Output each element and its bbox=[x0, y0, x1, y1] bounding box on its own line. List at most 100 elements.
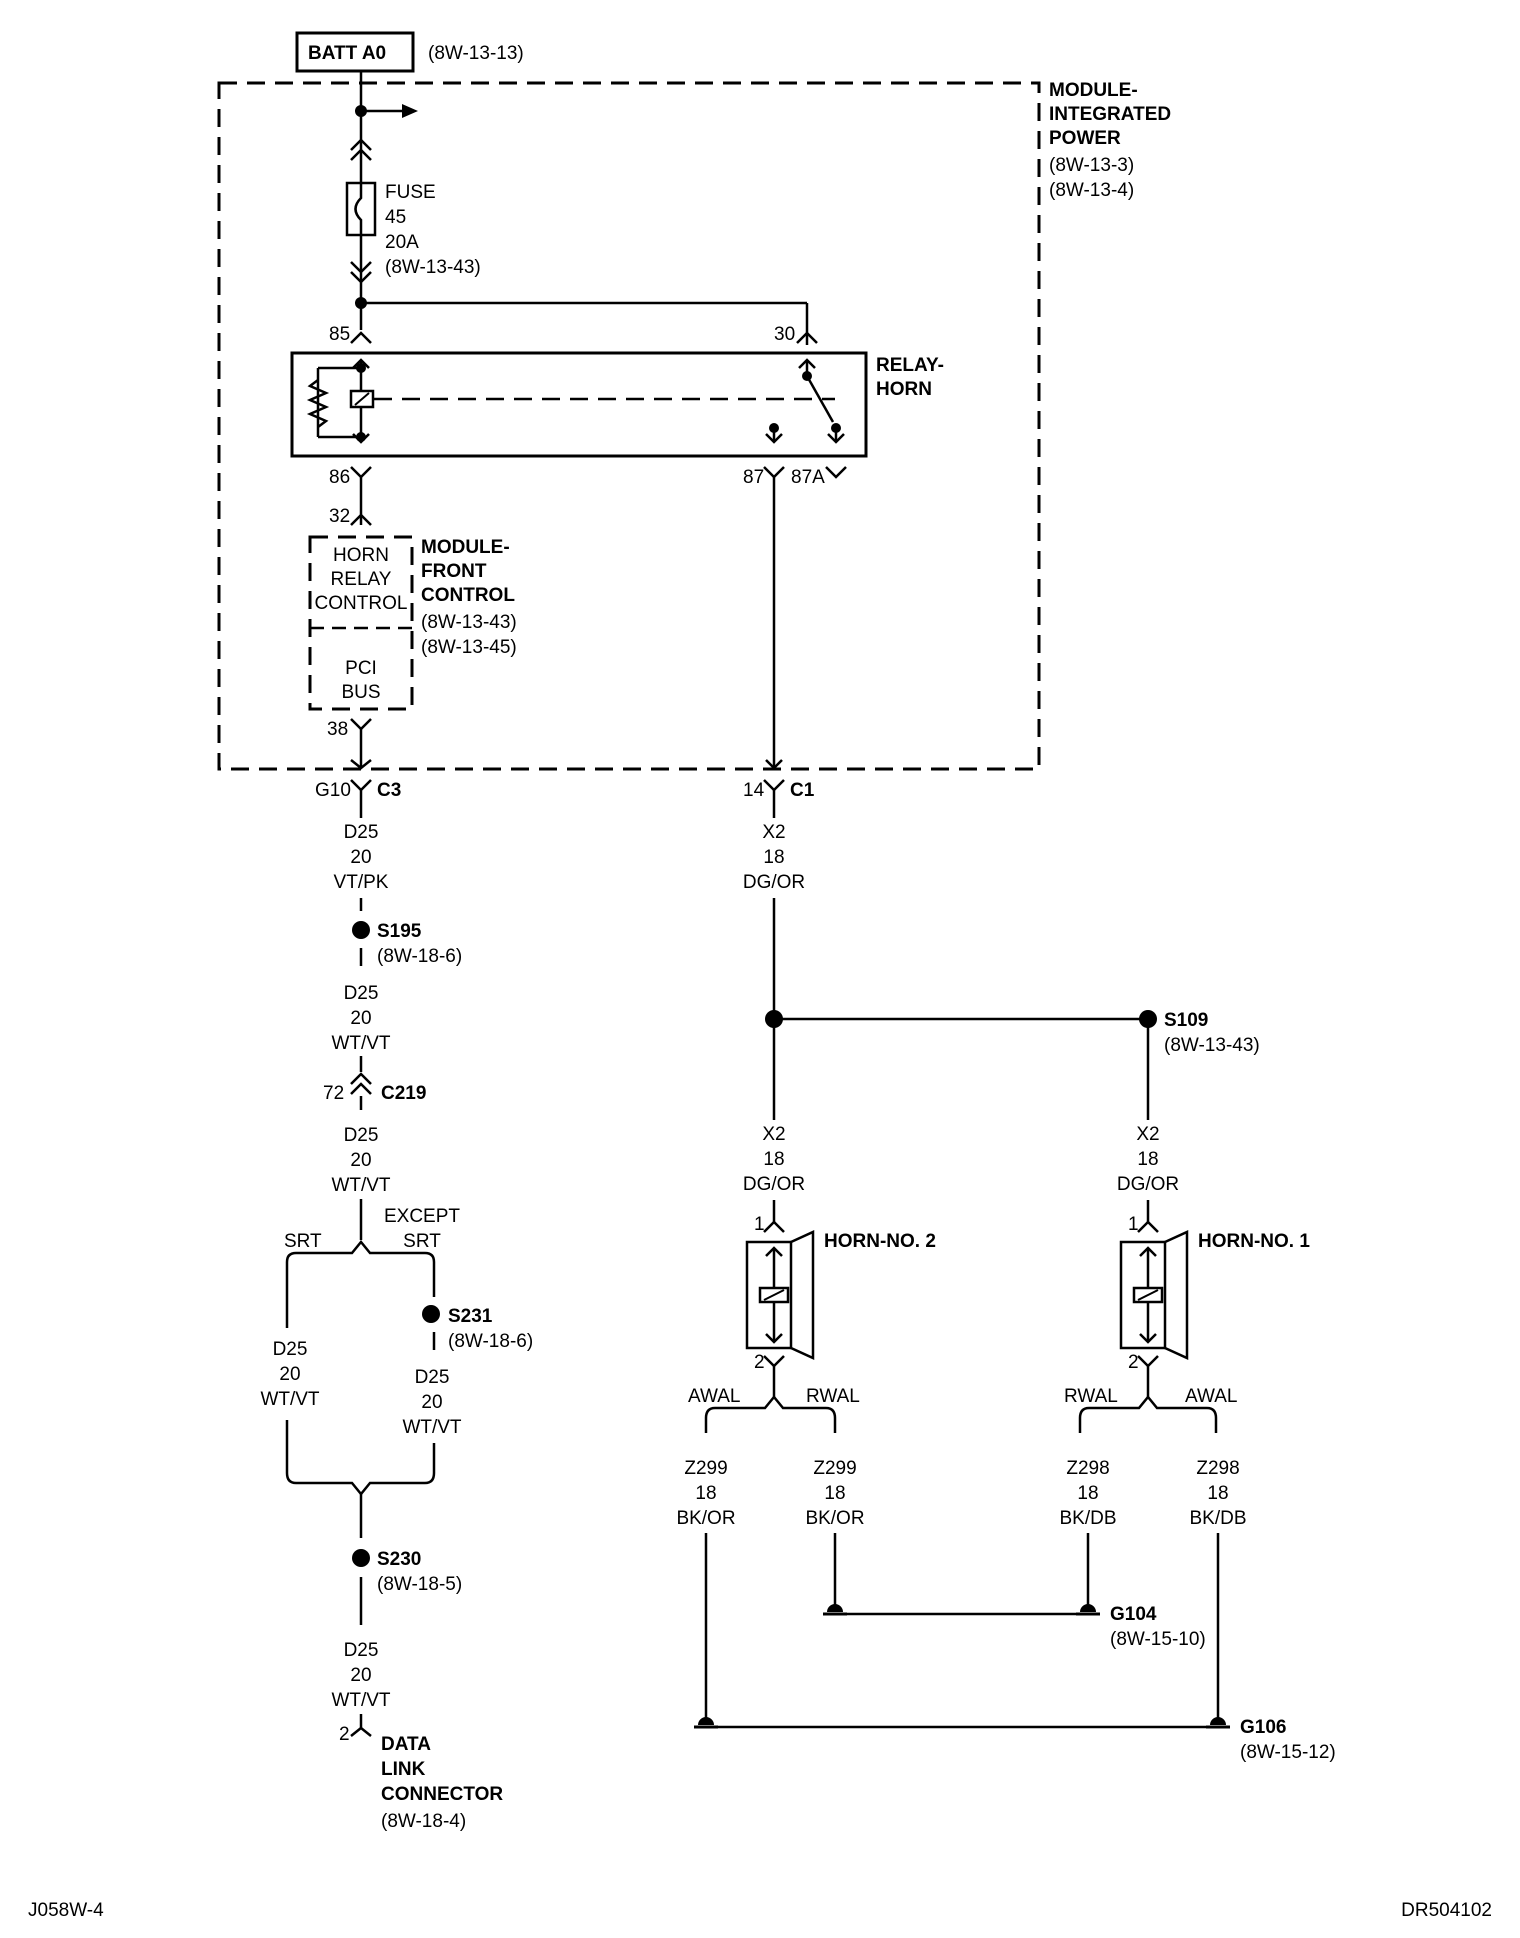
fcm-internal-labels: HORN RELAY CONTROL PCI BUS bbox=[310, 545, 412, 703]
s231-ref: (8W-18-6) bbox=[448, 1331, 533, 1352]
splice-s195 bbox=[352, 921, 370, 939]
splice-s230 bbox=[352, 1549, 370, 1567]
ground-icon bbox=[823, 1604, 847, 1616]
s195-name: S195 bbox=[377, 921, 422, 942]
svg-text:D25: D25 bbox=[344, 983, 379, 1004]
wire-d25-wtvt-label: D25 20 WT/VT bbox=[331, 983, 390, 1054]
relay-pin-87a: 87A bbox=[791, 467, 825, 488]
fcm-label: MODULE- FRONT CONTROL (8W-13-43) (8W-13-… bbox=[421, 537, 517, 658]
svg-text:X2: X2 bbox=[762, 1124, 785, 1145]
svg-text:BATT A0: BATT A0 bbox=[308, 43, 386, 64]
svg-text:18: 18 bbox=[1207, 1483, 1228, 1504]
c219-name: C219 bbox=[381, 1083, 426, 1104]
svg-text:CONNECTOR: CONNECTOR bbox=[381, 1784, 503, 1805]
svg-text:WT/VT: WT/VT bbox=[331, 1033, 390, 1054]
svg-text:(8W-13-3): (8W-13-3) bbox=[1049, 155, 1134, 176]
wire-z299-bkor-label: Z299 18 BK/OR bbox=[676, 1458, 735, 1529]
batt-ref: (8W-13-13) bbox=[428, 43, 524, 64]
svg-text:Z298: Z298 bbox=[1196, 1458, 1239, 1479]
wire-d25-vtpk-label: D25 20 VT/PK bbox=[334, 822, 389, 893]
svg-text:PCI: PCI bbox=[345, 658, 377, 679]
svg-text:BK/DB: BK/DB bbox=[1059, 1508, 1116, 1529]
svg-text:D25: D25 bbox=[344, 1640, 379, 1661]
svg-text:FUSE: FUSE bbox=[385, 182, 436, 203]
svg-text:POWER: POWER bbox=[1049, 128, 1121, 149]
footer-right-code: DR504102 bbox=[1401, 1900, 1492, 1921]
svg-text:20: 20 bbox=[421, 1392, 442, 1413]
g106-name: G106 bbox=[1240, 1717, 1286, 1738]
wire-d25-wtvt-label: D25 20 WT/VT bbox=[331, 1125, 390, 1196]
s109-ref: (8W-13-43) bbox=[1164, 1035, 1260, 1056]
ipm-outline bbox=[217, 81, 1041, 771]
c1-name: C1 bbox=[790, 780, 815, 801]
horn-relay bbox=[290, 351, 868, 458]
svg-text:X2: X2 bbox=[1136, 1124, 1159, 1145]
svg-text:20: 20 bbox=[350, 1008, 371, 1029]
svg-text:WT/VT: WT/VT bbox=[402, 1417, 461, 1438]
svg-text:BK/OR: BK/OR bbox=[805, 1508, 864, 1529]
svg-text:RELAY-: RELAY- bbox=[876, 355, 944, 376]
horn1-awal: AWAL bbox=[1185, 1386, 1237, 1407]
relay-label: RELAY- HORN bbox=[876, 355, 944, 400]
svg-text:18: 18 bbox=[763, 1149, 784, 1170]
svg-text:MODULE-: MODULE- bbox=[1049, 80, 1138, 101]
horn-icon bbox=[1119, 1230, 1189, 1360]
horn2-name: HORN-NO. 2 bbox=[824, 1231, 936, 1252]
svg-text:18: 18 bbox=[1077, 1483, 1098, 1504]
srt-label: SRT bbox=[284, 1231, 322, 1252]
svg-text:HORN: HORN bbox=[876, 379, 932, 400]
svg-text:D25: D25 bbox=[344, 1125, 379, 1146]
relay-pin-85: 85 bbox=[329, 324, 350, 345]
svg-text:(8W-13-43): (8W-13-43) bbox=[385, 257, 481, 278]
fuse-icon bbox=[345, 181, 377, 237]
svg-text:BK/OR: BK/OR bbox=[676, 1508, 735, 1529]
wire-d25-wtvt-label: D25 20 WT/VT bbox=[331, 1640, 390, 1711]
horn-icon bbox=[745, 1230, 815, 1360]
ground-icon bbox=[1206, 1717, 1230, 1729]
g104-name: G104 bbox=[1110, 1604, 1157, 1625]
c1-pin: 14 bbox=[743, 780, 765, 801]
wire-d25-wtvt-label: D25 20 WT/VT bbox=[402, 1367, 461, 1438]
wire-z299-bkor-label: Z299 18 BK/OR bbox=[805, 1458, 864, 1529]
svg-text:RELAY: RELAY bbox=[331, 569, 392, 590]
svg-text:BUS: BUS bbox=[341, 682, 380, 703]
svg-text:D25: D25 bbox=[273, 1339, 308, 1360]
s230-name: S230 bbox=[377, 1549, 421, 1570]
ground-icon bbox=[694, 1717, 718, 1729]
ipm-label: MODULE- INTEGRATED POWER (8W-13-3) (8W-1… bbox=[1049, 80, 1171, 201]
svg-text:20A: 20A bbox=[385, 232, 419, 253]
relay-switch-icon bbox=[805, 375, 835, 423]
svg-text:(8W-13-43): (8W-13-43) bbox=[421, 612, 517, 633]
svg-text:DG/OR: DG/OR bbox=[743, 872, 805, 893]
dlc-pin: 2 bbox=[339, 1724, 350, 1745]
relay-pin-86: 86 bbox=[329, 467, 350, 488]
horn1-pin-1: 1 bbox=[1128, 1214, 1139, 1235]
wire-x2-dgor-label: X2 18 DG/OR bbox=[743, 1120, 805, 1200]
except-srt-label: EXCEPT bbox=[384, 1206, 460, 1227]
relay-pin-87: 87 bbox=[743, 467, 764, 488]
svg-text:18: 18 bbox=[695, 1483, 716, 1504]
svg-text:(8W-18-4): (8W-18-4) bbox=[381, 1811, 466, 1832]
svg-text:BK/DB: BK/DB bbox=[1189, 1508, 1246, 1529]
c219-pin: 72 bbox=[323, 1083, 344, 1104]
svg-text:CONTROL: CONTROL bbox=[421, 585, 515, 606]
svg-text:DG/OR: DG/OR bbox=[1117, 1174, 1179, 1195]
wire-x2-dgor-label: X2 18 DG/OR bbox=[743, 822, 805, 893]
svg-text:20: 20 bbox=[279, 1364, 300, 1385]
svg-text:INTEGRATED: INTEGRATED bbox=[1049, 104, 1171, 125]
resistor-icon bbox=[306, 379, 330, 428]
svg-text:VT/PK: VT/PK bbox=[334, 872, 389, 893]
svg-text:20: 20 bbox=[350, 847, 371, 868]
wire-x2-dgor-label: X2 18 DG/OR bbox=[1117, 1124, 1179, 1195]
fcm-pin-38: 38 bbox=[327, 719, 348, 740]
svg-text:LINK: LINK bbox=[381, 1759, 426, 1780]
wire-d25-wtvt-label: D25 20 WT/VT bbox=[260, 1339, 319, 1410]
horn2-awal: AWAL bbox=[688, 1386, 740, 1407]
svg-text:20: 20 bbox=[350, 1665, 371, 1686]
svg-text:D25: D25 bbox=[344, 822, 379, 843]
svg-text:(8W-13-45): (8W-13-45) bbox=[421, 637, 517, 658]
horn1-rwal: RWAL bbox=[1064, 1386, 1118, 1407]
data-link-connector-label: DATA LINK CONNECTOR (8W-18-4) bbox=[381, 1734, 503, 1832]
s109-name: S109 bbox=[1164, 1010, 1208, 1031]
